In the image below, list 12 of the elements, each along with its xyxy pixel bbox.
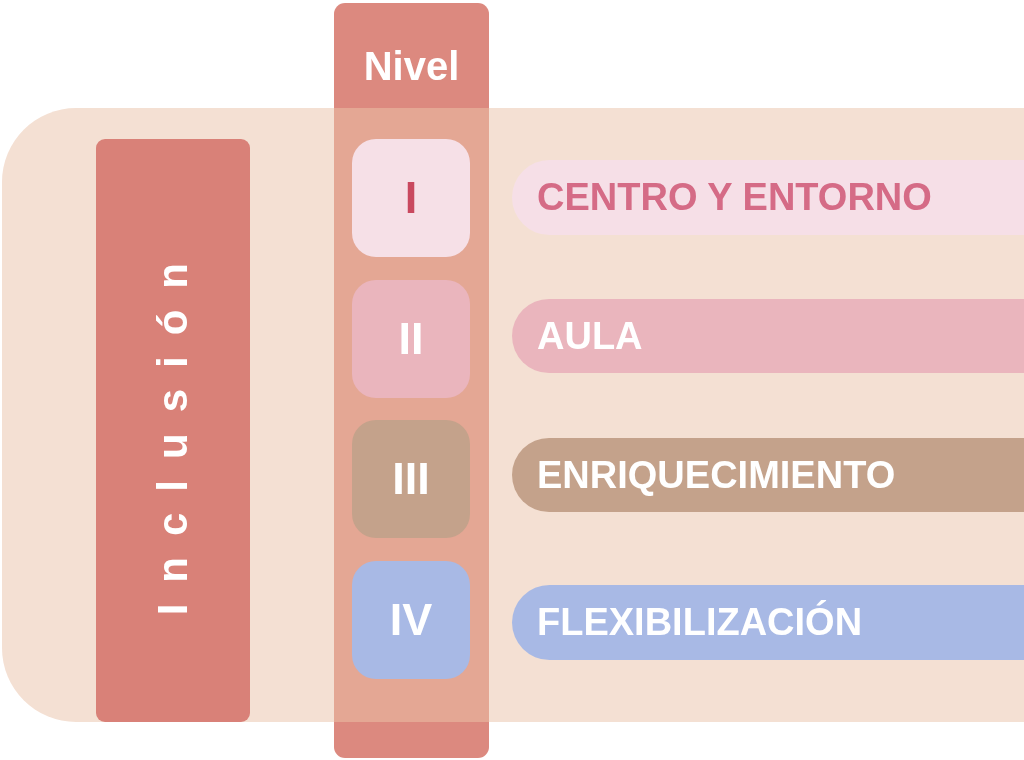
level-tile: I — [352, 139, 470, 257]
level-column — [334, 3, 489, 758]
level-bar: ENRIQUECIMIENTO — [512, 438, 1024, 512]
level-bar: CENTRO Y ENTORNO — [512, 160, 1024, 235]
category-panel — [96, 139, 250, 722]
level-tile: IV — [352, 561, 470, 679]
level-bar: AULA — [512, 299, 1024, 373]
level-tile: III — [352, 420, 470, 538]
vertical-label: Inclusión — [152, 241, 194, 616]
level-tile: II — [352, 280, 470, 398]
column-header: Nivel — [363, 43, 460, 89]
level-bar: FLEXIBILIZACIÓN — [512, 585, 1024, 660]
